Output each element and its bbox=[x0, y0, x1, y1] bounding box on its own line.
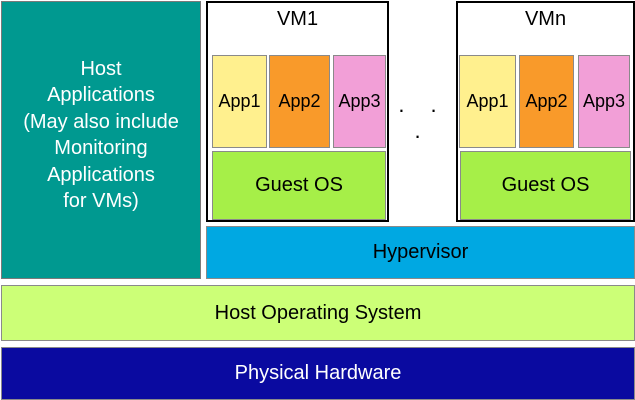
host-applications-label: Host Applications (May also include Moni… bbox=[23, 57, 179, 213]
vmn-app2: App2 bbox=[519, 55, 574, 148]
vm1-app2: App2 bbox=[269, 55, 330, 148]
vm1-title: VM1 bbox=[276, 8, 319, 30]
vmn-title: VMn bbox=[524, 8, 567, 30]
hypervisor-layer: Hypervisor bbox=[206, 226, 635, 279]
vm1-app3: App3 bbox=[333, 55, 386, 148]
vm-ellipsis: . . . bbox=[398, 92, 447, 143]
vmn-container: VMn App1 App2 App3 Guest OS bbox=[456, 1, 635, 222]
physical-hardware-layer: Physical Hardware bbox=[1, 347, 635, 400]
vm1-guest-os: Guest OS bbox=[212, 151, 386, 220]
host-os-layer: Host Operating System bbox=[1, 285, 635, 341]
vm1-container: VM1 App1 App2 App3 Guest OS bbox=[206, 1, 389, 222]
vmn-guest-os: Guest OS bbox=[460, 151, 631, 220]
vm1-app1: App1 bbox=[212, 55, 267, 148]
host-applications-block: Host Applications (May also include Moni… bbox=[1, 1, 201, 279]
vmn-app1: App1 bbox=[459, 55, 516, 148]
vmn-app3: App3 bbox=[578, 55, 630, 148]
